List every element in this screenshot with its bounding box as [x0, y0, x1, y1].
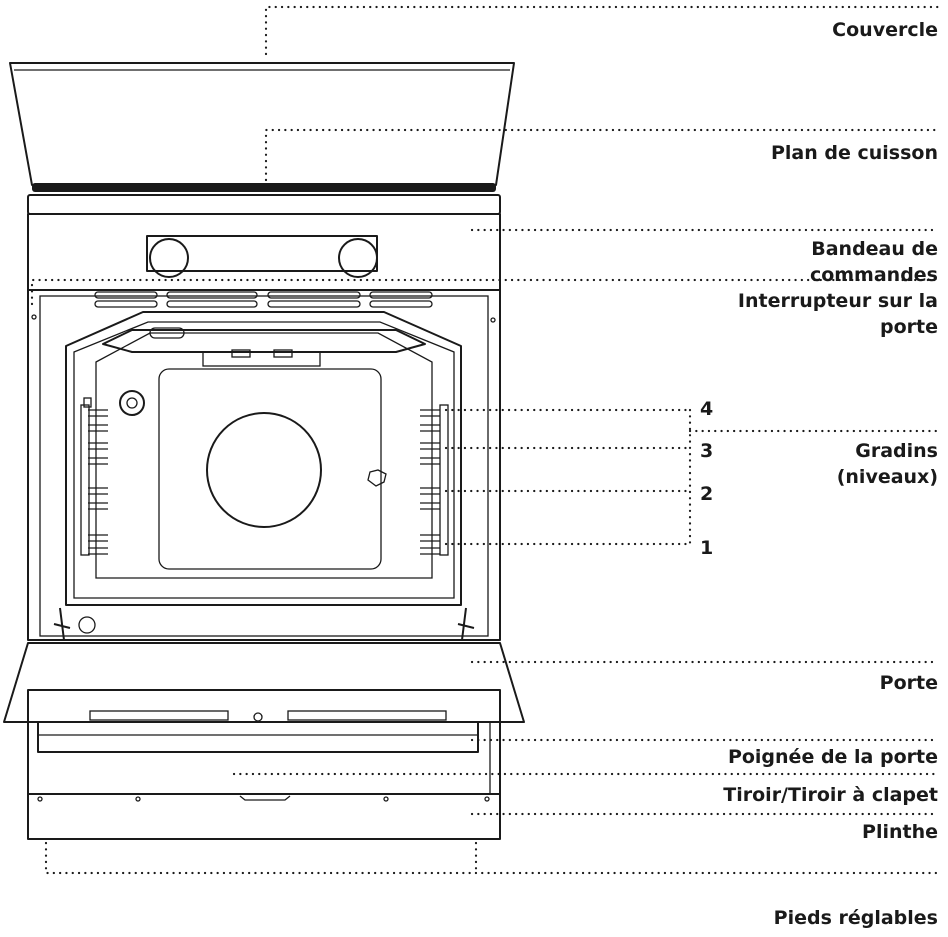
label-porte: Porte [879, 672, 938, 694]
drawer [27, 721, 501, 795]
label-gradins-line2: (niveaux) [836, 466, 938, 488]
label-couvercle: Couvercle [832, 19, 938, 41]
oven-body [27, 289, 501, 641]
level-number-4: 4 [700, 398, 714, 420]
leader-lines [30, 5, 940, 875]
level-number-3: 3 [700, 440, 714, 462]
door-handle [37, 722, 479, 753]
label-bandeau-de-commandes: Bandeau de commandes [810, 236, 938, 288]
oven-cavity [53, 311, 475, 641]
label-poignee: Poignée de la porte [727, 746, 938, 768]
control-panel [27, 194, 501, 291]
rack-rails-right [420, 404, 449, 556]
rack-rails-left [80, 404, 108, 556]
label-bandeau-line1: Bandeau de [811, 238, 938, 260]
label-tiroir: Tiroir/Tiroir à clapet [723, 784, 938, 806]
level-number-2: 2 [700, 483, 714, 505]
vent-slots [94, 291, 433, 308]
label-plinthe: Plinthe [862, 821, 938, 843]
label-gradins: Gradins (niveaux) [837, 438, 938, 490]
label-bandeau-line2: commandes [809, 264, 938, 286]
plinth [27, 793, 501, 840]
level-number-1: 1 [700, 537, 714, 559]
label-interrupteur: Interrupteur sur la porte [738, 288, 938, 340]
oven-door [3, 642, 525, 723]
label-gradins-line1: Gradins [855, 440, 938, 462]
label-interrupteur-line2: porte [880, 316, 938, 338]
label-interrupteur-line1: Interrupteur sur la [737, 290, 938, 312]
label-plan-de-cuisson: Plan de cuisson [770, 142, 938, 164]
label-pieds-reglables: Pieds réglables [773, 907, 938, 929]
lid [9, 62, 515, 192]
